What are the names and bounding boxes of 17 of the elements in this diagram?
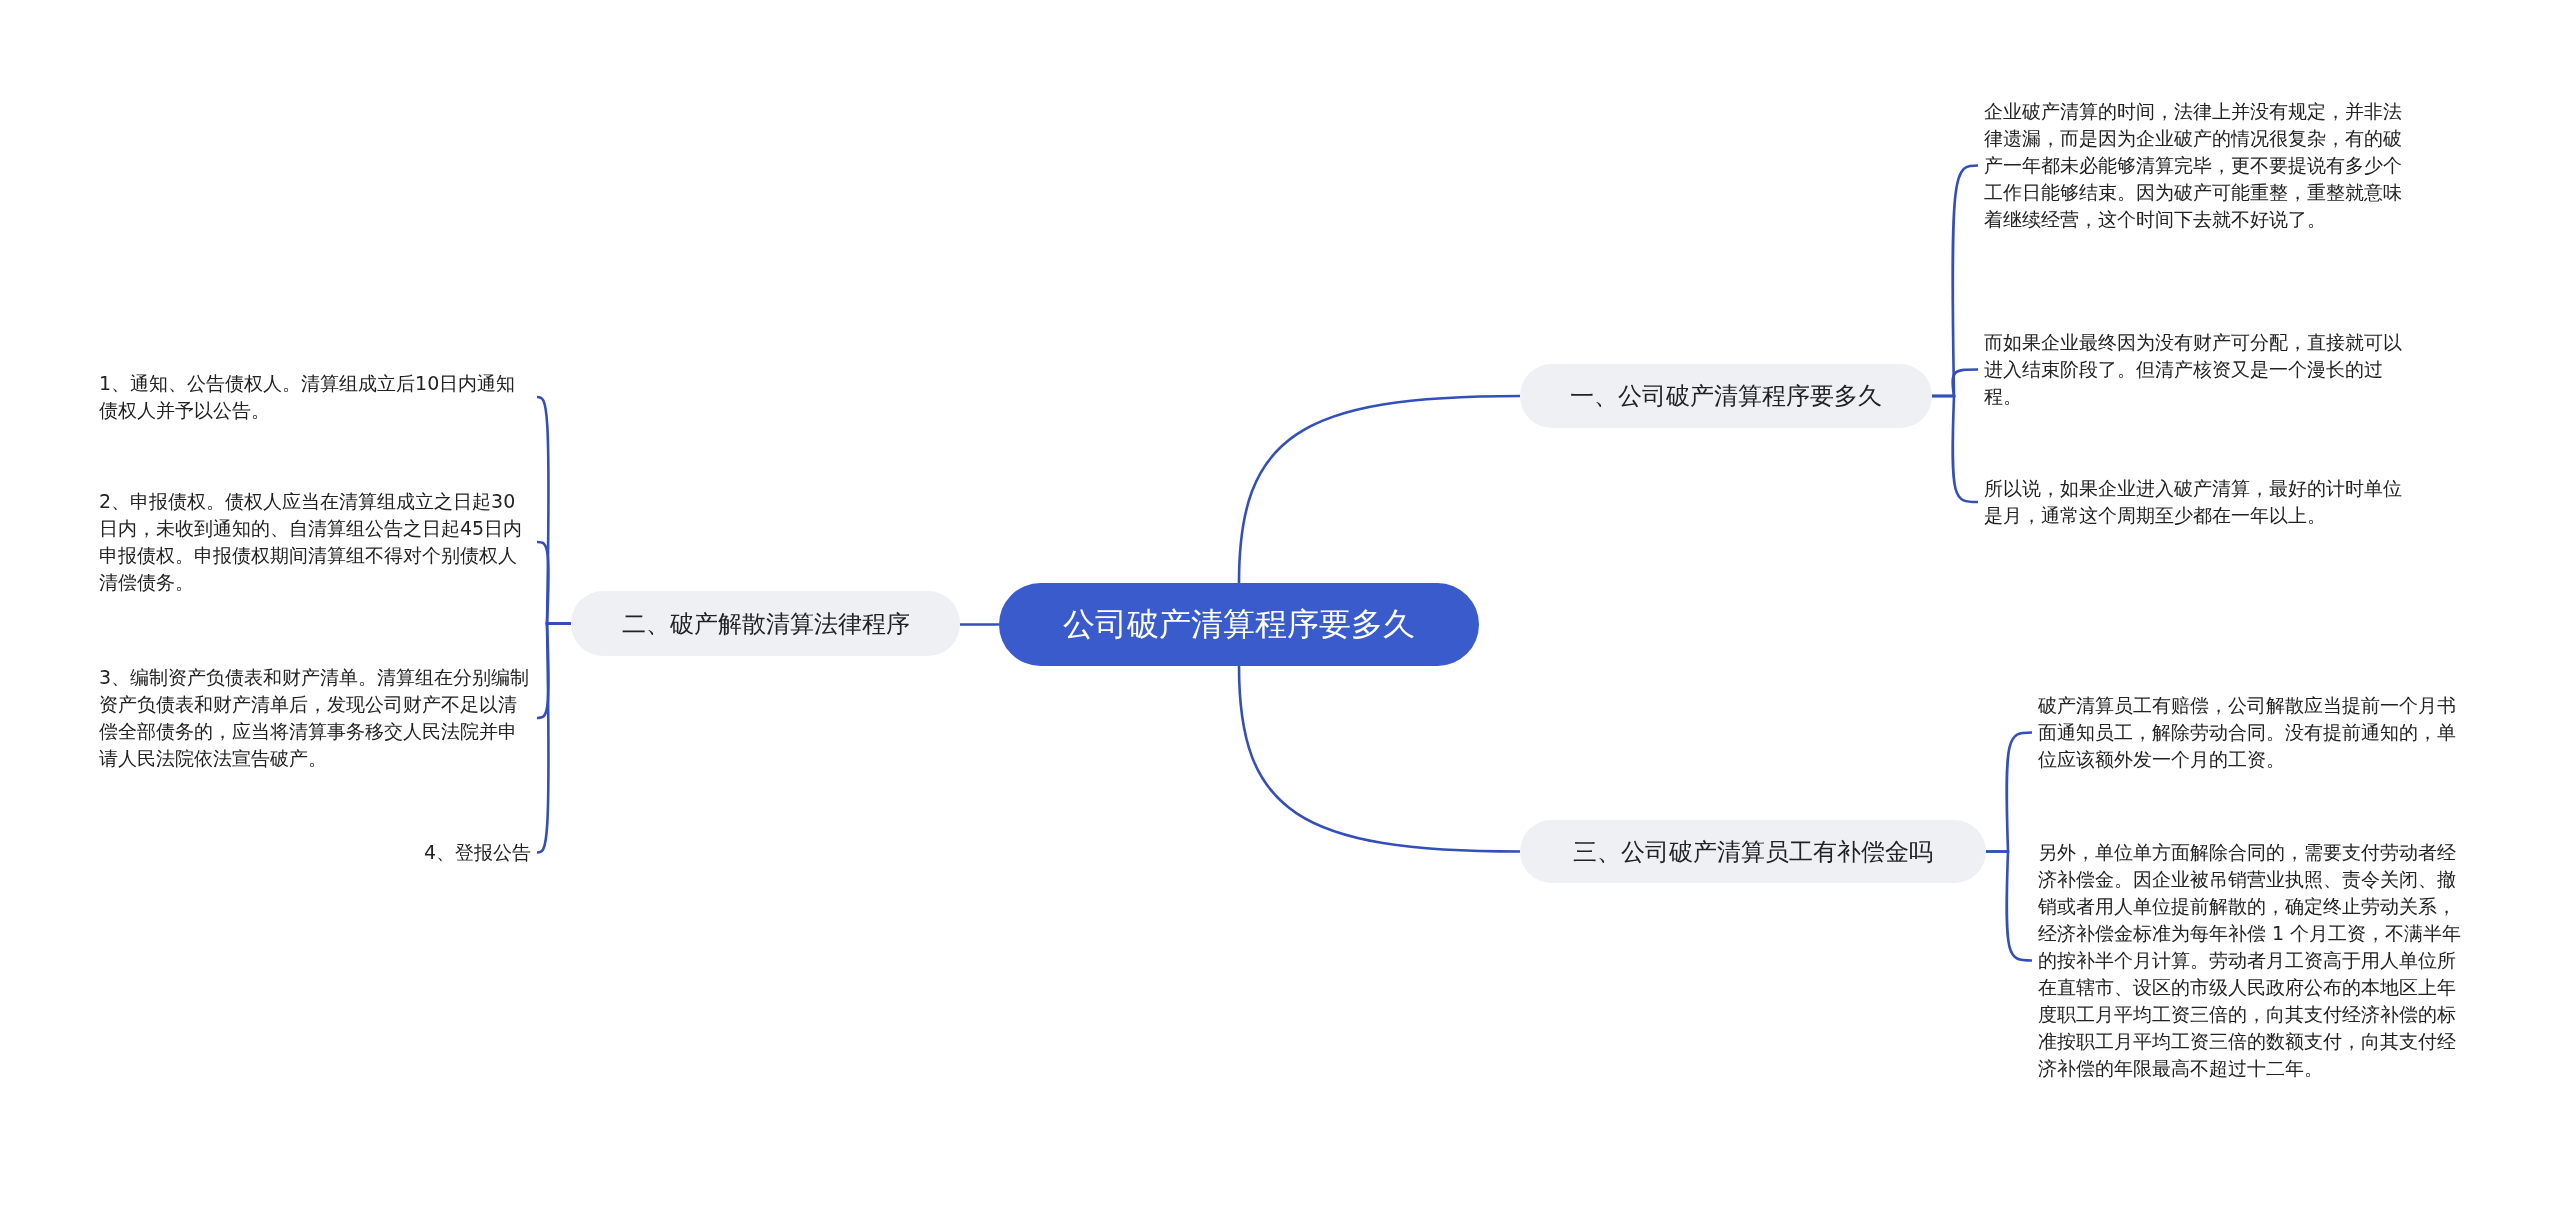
note-text: 4、登报公告 — [391, 839, 531, 866]
topic-box: 一、公司破产清算程序要多久 — [1520, 364, 1932, 428]
topic-box: 三、公司破产清算员工有补偿金吗 — [1520, 820, 1986, 883]
connector-line — [1237, 665, 1521, 853]
note-text: 破产清算员工有赔偿，公司解散应当提前一个月书面通知员工，解除劳动合同。没有提前通知的，单位应该额外发一个月的工资。 — [2038, 692, 2470, 773]
note-text: 2、申报债权。债权人应当在清算组成立之日起30日内，未收到通知的、自清算组公告之日起45日内申报债权。申报债权期间清算组不得对个别债权人清偿债务。 — [99, 488, 531, 596]
note-text: 3、编制资产负债表和财产清单。清算组在分别编制资产负债表和财产清单后，发现公司财产不足以清偿全部债务的，应当将清算事务移交人民法院并申请人民法院依法宣告破产。 — [99, 664, 531, 772]
note-text: 1、通知、公告债权人。清算组成立后10日内通知债权人并予以公告。 — [99, 370, 531, 424]
topic-box: 二、破产解散清算法律程序 — [571, 591, 960, 656]
central-topic: 公司破产清算程序要多久 — [999, 583, 1479, 666]
note-text: 另外，单位单方面解除合同的，需要支付劳动者经济补偿金。因企业被吊销营业执照、责令关闭、撤销或者用人单位提前解散的，确定终止劳动关系，经济补偿金标准为每年补偿 1 个月工资，不满半年的按补半个月计算。劳动者月工资高于用人单位所在直辖市、设区的市级人民政府公布的本地区上年度职工月平均工资三倍的，向其支付经济补偿的标准按职工月平均工资三倍的数额支付，向其支付经济补偿的年限最高不超过十二年。 — [2038, 839, 2470, 1082]
connector-line — [536, 622, 571, 854]
note-text: 企业破产清算的时间，法律上并没有规定，并非法律遗漏，而是因为企业破产的情况很复杂，有的破产一年都未必能够清算完毕，更不要提说有多少个工作日能够结束。因为破产可能重整，重整就意味着继续经营，这个时间下去就不好说了。 — [1984, 98, 2414, 233]
note-text: 而如果企业最终因为没有财产可分配，直接就可以进入结束阶段了。但清产核资又是一个漫长的过程。 — [1984, 329, 2414, 410]
connector-line — [1237, 394, 1521, 584]
note-text: 所以说，如果企业进入破产清算，最好的计时单位是月，通常这个周期至少都在一年以上。 — [1984, 475, 2414, 529]
connector-line — [960, 623, 999, 626]
